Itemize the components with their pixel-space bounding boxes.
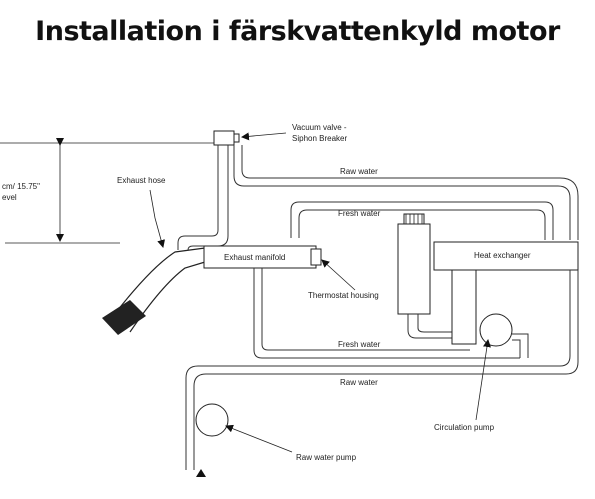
heat-exchanger-label: Heat exchanger bbox=[474, 251, 531, 260]
exhaust-hose bbox=[102, 247, 206, 335]
pipe-raw-water-bottom bbox=[185, 270, 579, 470]
raw-water-pump-label: Raw water pump bbox=[296, 453, 357, 462]
circulation-pump-body bbox=[479, 313, 513, 347]
inlet-arrow bbox=[196, 469, 206, 477]
vacuum-valve-label-2: Siphon Breaker bbox=[292, 134, 347, 143]
vacuum-valve-label-1: Vacuum valve - bbox=[292, 123, 347, 132]
pipe-raw-water-top bbox=[233, 145, 579, 240]
height-label-2: evel bbox=[2, 193, 17, 202]
heat-exchanger bbox=[433, 241, 579, 271]
exhaust-hose-label: Exhaust hose bbox=[117, 176, 166, 185]
thermostat-housing-label: Thermostat housing bbox=[308, 291, 379, 300]
pipe-valve-to-manifold bbox=[177, 145, 229, 251]
height-label-1: cm/ 15.75" bbox=[2, 182, 40, 191]
vacuum-valve bbox=[213, 130, 240, 146]
exhaust-manifold-label: Exhaust manifold bbox=[224, 253, 285, 262]
circulation-pump-pointer bbox=[475, 339, 491, 421]
vacuum-valve-pointer bbox=[241, 132, 287, 141]
exhaust-hose-pointer bbox=[149, 189, 165, 248]
pipe-fresh-water-bottom bbox=[253, 268, 520, 359]
thermostat-pointer bbox=[321, 259, 356, 291]
pipe-fresh-water-top bbox=[290, 201, 554, 240]
fresh-water-bottom-label: Fresh water bbox=[338, 340, 381, 349]
page-title: Installation i färskvattenkyld motor bbox=[35, 16, 560, 47]
raw-water-pump-pointer bbox=[225, 424, 293, 453]
circulation-pump-label: Circulation pump bbox=[434, 423, 495, 432]
heat-exchanger-base bbox=[451, 269, 477, 345]
fresh-water-top-label: Fresh water bbox=[338, 209, 381, 218]
raw-water-top-label: Raw water bbox=[340, 167, 378, 176]
expansion-tank bbox=[397, 213, 452, 339]
raw-water-pump-body bbox=[195, 403, 229, 437]
thermostat-housing-body bbox=[310, 248, 322, 266]
height-reference bbox=[0, 138, 218, 244]
raw-water-bottom-label: Raw water bbox=[340, 378, 378, 387]
